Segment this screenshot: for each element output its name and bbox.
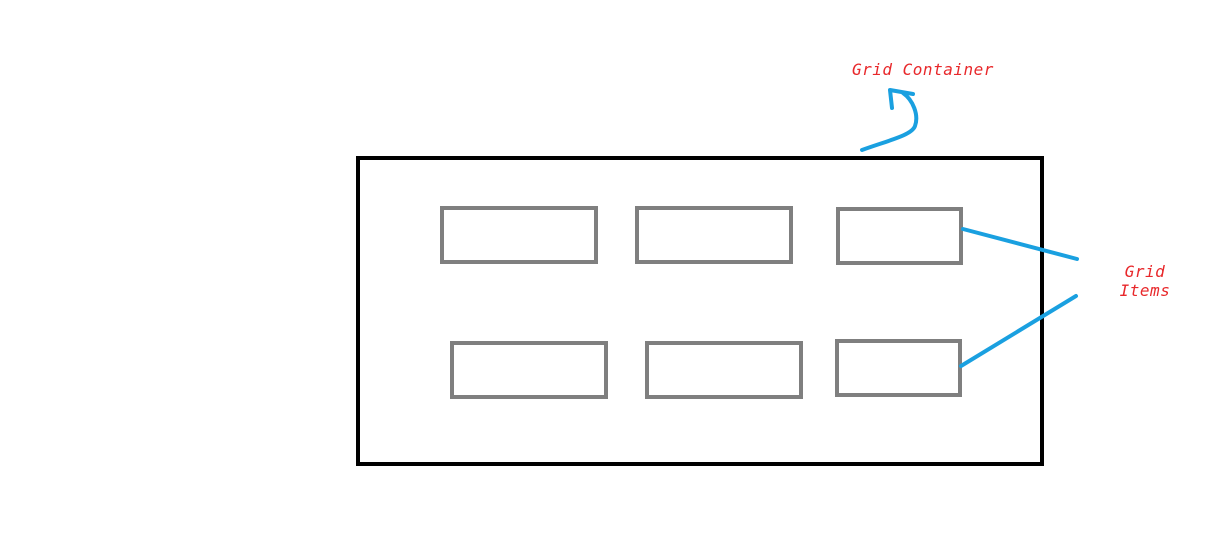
container-pointer-arrow (860, 91, 919, 152)
grid-item-6 (835, 339, 962, 397)
grid-item-2 (635, 206, 793, 264)
grid-item-4 (450, 341, 608, 399)
grid-container-box (356, 156, 1044, 466)
items-pointer-line-bottom (959, 294, 1078, 368)
grid-item-3 (836, 207, 963, 265)
grid-container-label: Grid Container (852, 60, 994, 79)
items-pointer-line-top (961, 227, 1079, 261)
grid-items-label-line1: Grid (1124, 262, 1166, 281)
container-arrow-head (888, 88, 915, 110)
grid-items-label-line2: Items (1119, 281, 1171, 300)
grid-items-label: Grid Items (1100, 262, 1190, 300)
grid-item-5 (645, 341, 803, 399)
grid-item-1 (440, 206, 598, 264)
